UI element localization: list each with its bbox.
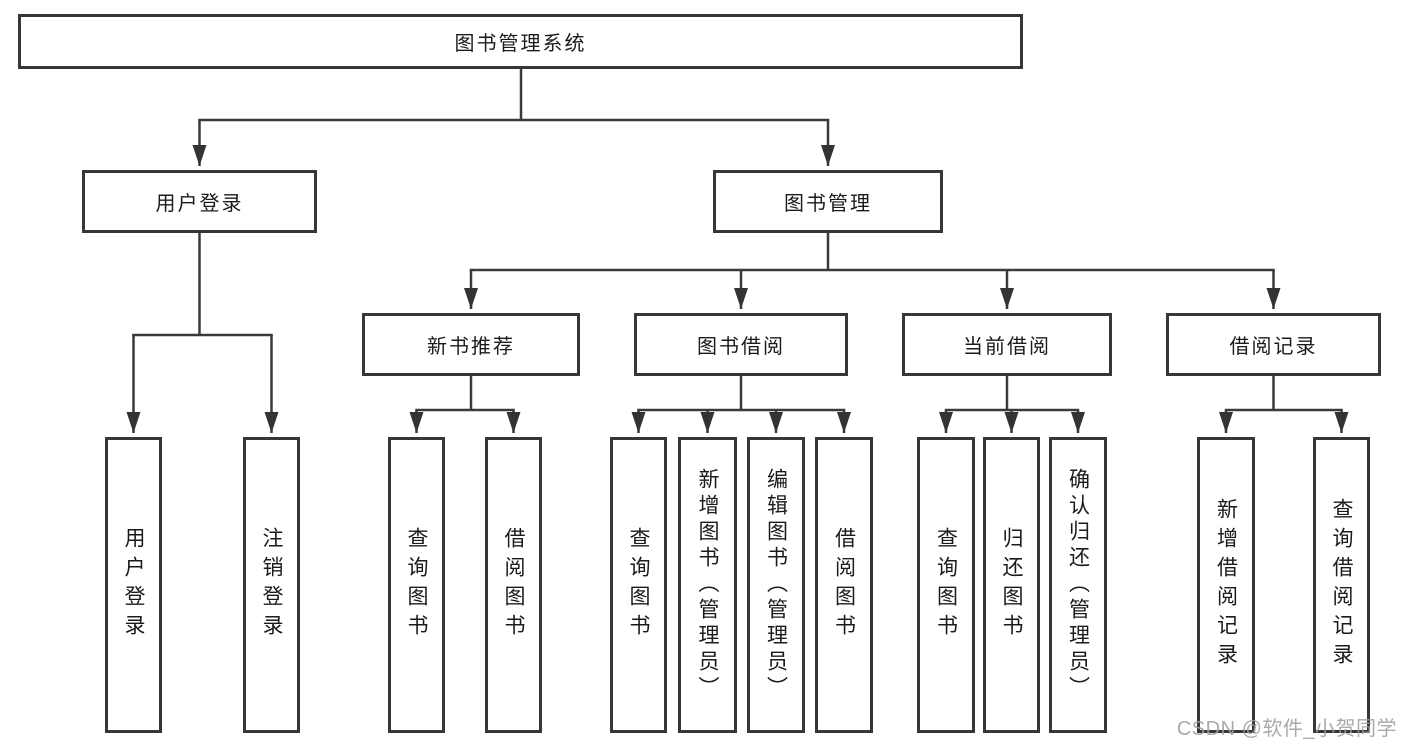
leaf-borrow-books-newbooks: 借阅图书 <box>485 437 542 733</box>
leaf-return-books: 归还图书 <box>983 437 1040 733</box>
leaf-query-books-borrow: 查询图书 <box>610 437 667 733</box>
node-user-login-label: 用户登录 <box>155 193 244 215</box>
leaf-query-books-newbooks-label: 查询图书 <box>405 527 428 643</box>
node-borrow-records: 借阅记录 <box>1166 313 1381 376</box>
node-user-login: 用户登录 <box>82 170 317 233</box>
node-new-book-recommend-label: 新书推荐 <box>427 336 515 358</box>
leaf-add-borrow-record-label: 新增借阅记录 <box>1214 498 1238 672</box>
connector-new-book-bus <box>415 374 515 412</box>
leaf-query-books-newbooks: 查询图书 <box>388 437 445 733</box>
connector-borrow-records-bus <box>1224 374 1343 412</box>
leaf-edit-books-admin-label: 编辑图书（管理员） <box>764 468 788 702</box>
leaf-logout-label: 注销登录 <box>260 527 283 643</box>
node-current-borrow: 当前借阅 <box>902 313 1112 376</box>
connector-root-bus <box>198 67 830 122</box>
connector-user-login-bus <box>132 231 273 337</box>
leaf-add-books-admin: 新增图书（管理员） <box>678 437 737 733</box>
leaf-return-books-label: 归还图书 <box>1000 527 1023 643</box>
leaf-query-books-borrow-label: 查询图书 <box>627 527 650 643</box>
leaf-confirm-return-admin: 确认归还（管理员） <box>1049 437 1107 733</box>
node-current-borrow-label: 当前借阅 <box>963 336 1051 358</box>
connector-book-borrow-bus <box>637 374 846 412</box>
node-book-management: 图书管理 <box>713 170 943 233</box>
csdn-watermark: CSDN @软件_小贺同学 <box>1176 718 1397 740</box>
leaf-logout: 注销登录 <box>243 437 300 733</box>
connector-book-management-bus <box>469 231 1275 272</box>
node-book-management-label: 图书管理 <box>784 193 872 215</box>
leaf-query-borrow-record-label: 查询借阅记录 <box>1330 498 1353 672</box>
node-root-label: 图书管理系统 <box>454 33 587 55</box>
leaf-query-books-current-label: 查询图书 <box>934 527 958 643</box>
leaf-add-borrow-record: 新增借阅记录 <box>1197 437 1255 733</box>
leaf-add-books-admin-label: 新增图书（管理员） <box>696 468 719 702</box>
leaf-query-books-current: 查询图书 <box>917 437 975 733</box>
leaf-user-login: 用户登录 <box>105 437 162 733</box>
node-book-borrow-label: 图书借阅 <box>697 336 785 358</box>
node-book-borrow: 图书借阅 <box>634 313 848 376</box>
leaf-edit-books-admin: 编辑图书（管理员） <box>747 437 805 733</box>
leaf-borrow-books-newbooks-label: 借阅图书 <box>502 527 525 643</box>
leaf-borrow-books-borrow-label: 借阅图书 <box>832 527 856 643</box>
leaf-confirm-return-admin-label: 确认归还（管理员） <box>1066 468 1090 702</box>
connector-current-borrow-bus <box>944 374 1080 412</box>
leaf-borrow-books-borrow: 借阅图书 <box>815 437 873 733</box>
node-new-book-recommend: 新书推荐 <box>362 313 580 376</box>
node-borrow-records-label: 借阅记录 <box>1229 336 1318 358</box>
leaf-query-borrow-record: 查询借阅记录 <box>1313 437 1370 733</box>
leaf-user-login-label: 用户登录 <box>122 527 145 643</box>
node-root-library-system: 图书管理系统 <box>18 14 1023 69</box>
